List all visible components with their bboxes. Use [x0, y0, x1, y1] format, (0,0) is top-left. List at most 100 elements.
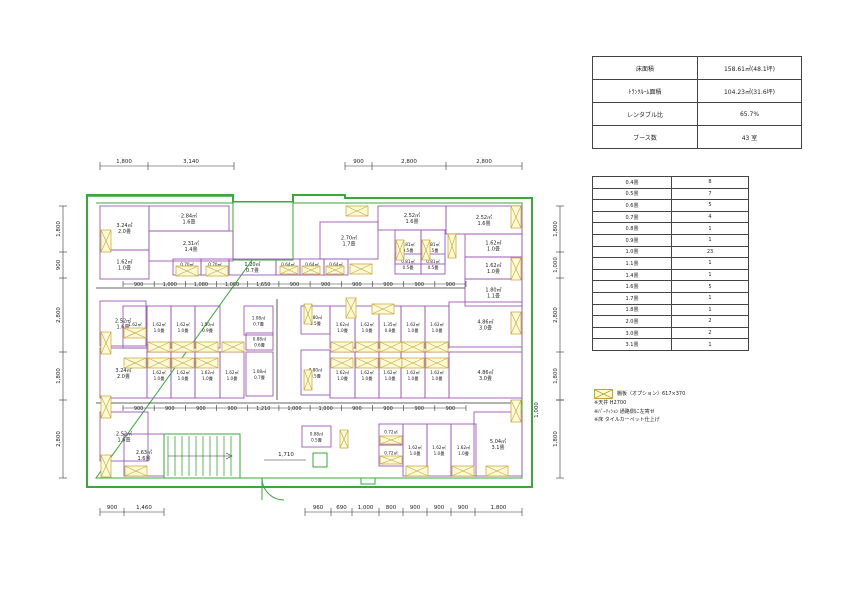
shelf-cross: [221, 341, 245, 353]
outer-walls: [86, 194, 533, 488]
booth: [301, 425, 332, 448]
booth-area: 5.04㎡: [490, 438, 506, 445]
booth-area: 0.88㎡: [253, 336, 267, 342]
corridor-dim-label: 900: [414, 406, 424, 412]
count-row-count: 4: [671, 210, 749, 224]
count-row-size: 1.4畳: [592, 268, 672, 282]
booth: [245, 351, 274, 397]
booth-tatami: 1.0畳: [227, 376, 238, 381]
shelf-cross: [100, 454, 112, 478]
booth-area: 2.84㎡: [181, 213, 197, 220]
count-row-size: 1.0畳: [592, 245, 672, 259]
booth-tatami: 1.6畳: [478, 221, 491, 227]
count-row-size: 3.0畳: [592, 326, 672, 340]
booth-area: 4.86㎡: [477, 369, 493, 376]
shelf-cross: [379, 435, 403, 445]
top-dim-label: 3,140: [183, 159, 199, 165]
count-row-count: 1: [671, 338, 749, 351]
booth: [319, 221, 379, 260]
booth-tatami: 0.5畳: [310, 374, 321, 379]
booth-area: 3.24㎡: [115, 367, 131, 374]
booth-area: 1.62㎡: [430, 369, 444, 375]
left-dim-label: 2,800: [56, 307, 62, 323]
booth-tatami: 1.0畳: [337, 376, 348, 381]
booth-tatami: 1.0畳: [408, 328, 419, 333]
booth-tatami: 1.0畳: [432, 328, 443, 333]
booth: [420, 253, 446, 275]
booth-area: 0.72㎡: [384, 429, 398, 435]
summary-row-label: ﾄﾗﾝｸﾙｰﾑ面積: [592, 79, 698, 103]
shelf-cross: [510, 399, 522, 423]
booth-tatami: 1.0畳: [118, 266, 131, 272]
shelf-cross: [303, 369, 313, 391]
shelf-cross: [447, 233, 457, 259]
booth-area: 1.62㎡: [485, 262, 501, 269]
bottom-dim-label: 900: [107, 505, 118, 511]
count-row-size: 0.8畳: [592, 222, 672, 235]
booth-tatami: 2.0畳: [117, 374, 130, 380]
booth-area: 1.62㎡: [406, 369, 420, 375]
booth-area: 4.86㎡: [477, 319, 493, 326]
bottom-dim-label: 1,000: [358, 505, 374, 511]
booth-area: 1.08㎡: [252, 315, 266, 321]
corridor-dim-label: 900: [383, 282, 393, 288]
booth-tatami: 0.7畳: [254, 375, 265, 380]
corridor-dim-label: 900: [446, 406, 456, 412]
count-row-count: 1: [671, 291, 749, 305]
booth-tatami: 1.4畳: [185, 247, 198, 253]
corridor-dim-label: 1,000: [287, 406, 301, 412]
corridor-dim-label: 900: [227, 406, 237, 412]
shelf-cross: [147, 357, 171, 369]
shelf-cross: [379, 341, 403, 353]
count-row-count: 2: [671, 326, 749, 340]
count-row-size: 3.1畳: [592, 338, 672, 351]
shelf-cross: [345, 297, 357, 319]
booth-area: 1.62㎡: [116, 259, 132, 266]
count-row-count: 1: [671, 222, 749, 235]
booth: [448, 351, 523, 399]
booth-tatami: 1.0畳: [408, 376, 419, 381]
booth-area: 1.62㎡: [457, 444, 471, 450]
booth: [99, 249, 150, 280]
corridor-dim-label: 1,650: [256, 282, 270, 288]
booth-tatami: 0.7畳: [246, 268, 259, 274]
booth: [464, 278, 523, 307]
legend-note: ※床 タイルカーペット仕上げ: [594, 417, 660, 423]
shelf-cross: [510, 257, 522, 281]
shelf-cross: [425, 357, 449, 369]
summary-row-value: 158.61㎡(48.1坪): [697, 56, 802, 80]
booth-area: 1.50㎡: [201, 321, 215, 327]
shelf-cross: [395, 239, 405, 261]
shelf-cross: [100, 395, 112, 419]
shelf-cross: [510, 205, 522, 229]
summary-row-label: ブース数: [592, 125, 698, 149]
shelf-cross: [349, 263, 373, 275]
shelf-cross: [379, 357, 403, 369]
shelf-cross: [123, 357, 147, 369]
booth-area: 0.81㎡: [401, 241, 415, 247]
summary-row-label: 床面積: [592, 56, 698, 80]
booth-area: 1.62㎡: [128, 321, 142, 327]
booth-area: 2.52㎡: [404, 212, 420, 219]
booth-area: 1.62㎡: [152, 369, 166, 375]
booth-area: 1.62㎡: [485, 240, 501, 247]
booth-area: 0.70㎡: [180, 261, 194, 267]
shelf-cross: [330, 357, 354, 369]
booth-area: 1.62㎡: [336, 369, 350, 375]
shelf-cross: [405, 465, 429, 477]
booth-tatami: 1.0畳: [487, 269, 500, 275]
booth-area: 1.62㎡: [225, 369, 239, 375]
shelf-cross: [301, 265, 321, 275]
booth-tatami: 0.5畳: [310, 321, 321, 326]
shelf-cross: [330, 341, 354, 353]
count-row-count: 7: [671, 187, 749, 201]
staircase: [163, 433, 376, 501]
shelf-cross: [171, 341, 195, 353]
corridor-dim-label: 900: [165, 406, 175, 412]
count-row-size: 1.6畳: [592, 280, 672, 293]
